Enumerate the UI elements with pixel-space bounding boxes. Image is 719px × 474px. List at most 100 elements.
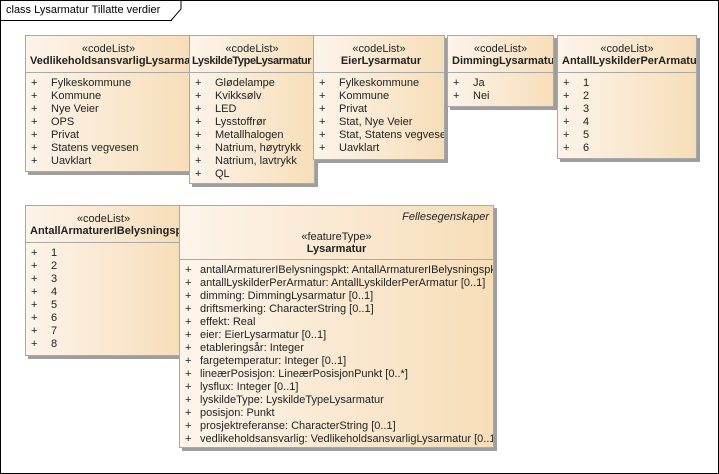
- attribute-row: +fargetemperatur: Integer [0..1]: [180, 355, 493, 368]
- public-visibility-icon: +: [31, 103, 38, 115]
- attribute-text: fargetemperatur: Integer [0..1]: [200, 355, 347, 367]
- class-lysarmatur[interactable]: Fellesegenskaper«featureType»Lysarmatur +…: [179, 205, 494, 448]
- public-visibility-icon: +: [319, 142, 326, 154]
- public-visibility-icon: +: [31, 286, 38, 298]
- public-visibility-icon: +: [185, 407, 192, 419]
- class-name: AntallLyskilderPerArmatur: [562, 55, 697, 67]
- attribute-text: 3: [583, 103, 590, 115]
- attribute-text: Nye Veier: [51, 103, 99, 115]
- attribute-text: prosjektreferanse: CharacterString [0..1…: [200, 420, 396, 432]
- attribute-text: lysflux: Integer [0..1]: [200, 381, 299, 393]
- attribute-row: +Lysstoffrør: [190, 116, 314, 129]
- attribute-text: LED: [215, 103, 237, 115]
- class-stereotype: «codeList»: [352, 43, 406, 55]
- attribute-row: + Nei: [448, 90, 553, 103]
- attribute-text: Kommune: [339, 90, 390, 102]
- attribute-row: +Kvikksølv: [190, 90, 314, 103]
- attribute-row: +dimming: DimmingLysarmatur [0..1]: [180, 290, 493, 303]
- attribute-text: effekt: Real: [200, 316, 256, 328]
- public-visibility-icon: +: [185, 329, 192, 341]
- title-tab-shape: [0, 0, 182, 21]
- attribute-text: Stat, Statens vegvesen: [339, 129, 445, 141]
- public-visibility-icon: +: [319, 103, 326, 115]
- attribute-row: +prosjektreferanse: CharacterString [0..…: [180, 420, 493, 433]
- class-lyskildetype-lysarmatur[interactable]: «codeList»LyskildeTypeLysarmatur +Glødela…: [189, 35, 315, 184]
- public-visibility-icon: +: [563, 142, 570, 154]
- attribute-row: + Nye Veier: [26, 103, 191, 116]
- attribute-text: 3: [51, 273, 58, 285]
- public-visibility-icon: +: [185, 342, 192, 354]
- class-tag: Fellesegenskaper: [402, 211, 489, 223]
- class-vedlikeholdsansvarlig-lysarmatur[interactable]: «codeList»VedlikeholdsansvarligLysarmatu…: [25, 35, 192, 172]
- attribute-text: Stat, Nye Veier: [339, 116, 413, 128]
- attribute-row: +2: [558, 90, 696, 103]
- attribute-text: 4: [583, 116, 590, 128]
- class-name: EierLysarmatur: [340, 55, 422, 67]
- attribute-text: Natrium, lavtrykk: [215, 155, 297, 167]
- public-visibility-icon: +: [31, 155, 38, 167]
- diagram-title-tab: class Lysarmatur Tillatte verdier: [0, 0, 182, 21]
- attribute-text: Nei: [473, 90, 490, 102]
- public-visibility-icon: +: [563, 77, 570, 89]
- attribute-row: +Statens vegvesen: [26, 142, 191, 155]
- attribute-row: + Uavklart: [26, 155, 191, 168]
- attribute-row: +OPS: [26, 116, 191, 129]
- class-name: LyskildeTypeLysarmatur: [192, 55, 312, 67]
- class-eier-lysarmatur[interactable]: «codeList»EierLysarmatur + Fylkeskommune + K…: [313, 35, 445, 160]
- public-visibility-icon: +: [31, 273, 38, 285]
- attribute-row: +Stat, Statens vegvesen: [314, 129, 444, 142]
- attribute-row: +Metallhalogen: [190, 129, 314, 142]
- public-visibility-icon: +: [195, 103, 202, 115]
- attribute-row: +1: [26, 247, 181, 260]
- attribute-text: Kvikksølv: [215, 90, 262, 102]
- attribute-row: + lysflux: Integer [0..1]: [180, 381, 493, 394]
- attribute-text: Fylkeskommune: [51, 77, 132, 89]
- attribute-text: Uavklart: [51, 155, 92, 167]
- attribute-text: antallArmaturerIBelysningspkt: AntallArm…: [200, 264, 494, 276]
- public-visibility-icon: +: [31, 116, 38, 128]
- public-visibility-icon: +: [31, 142, 38, 154]
- attribute-text: Fylkeskommune: [339, 77, 420, 89]
- public-visibility-icon: +: [31, 338, 38, 350]
- attribute-row: + LED: [190, 103, 314, 116]
- attribute-text: 2: [583, 90, 590, 102]
- public-visibility-icon: +: [453, 90, 460, 102]
- attribute-text: Natrium, høytrykk: [215, 142, 302, 154]
- public-visibility-icon: +: [31, 312, 38, 324]
- attribute-row: +effekt: Real: [180, 316, 493, 329]
- attribute-text: etableringsår: Integer: [200, 342, 304, 354]
- attribute-row: +Stat, Nye Veier: [314, 116, 444, 129]
- attribute-row: +Glødelampe: [190, 77, 314, 90]
- public-visibility-icon: +: [563, 90, 570, 102]
- class-attributes: +1+2+3+4+5+6+7+8: [26, 243, 181, 351]
- class-name: DimmingLysarmatur: [452, 55, 554, 67]
- attribute-row: +3: [558, 103, 696, 116]
- public-visibility-icon: +: [185, 381, 192, 393]
- attribute-row: +Ja: [448, 77, 553, 90]
- attribute-row: +lyskildeType: LyskildeTypeLysarmatur: [180, 394, 493, 407]
- attribute-text: vedlikeholdsansvarlig: Vedlikeholdsansva…: [200, 433, 494, 445]
- class-header: «codeList»LyskildeTypeLysarmatur: [190, 36, 314, 73]
- attribute-row: +Natrium, lavtrykk: [190, 155, 314, 168]
- attribute-text: Privat: [339, 103, 368, 115]
- attribute-row: +4: [558, 116, 696, 129]
- class-name: VedlikeholdsansvarligLysarmatur: [30, 55, 192, 67]
- class-stereotype: «codeList»: [473, 43, 528, 55]
- class-header: «codeList»EierLysarmatur: [314, 36, 444, 73]
- attribute-text: driftsmerking: CharacterString [0..1]: [200, 303, 374, 315]
- class-stereotype: «codeList»: [600, 43, 654, 55]
- public-visibility-icon: +: [185, 277, 192, 289]
- attribute-row: +Natrium, høytrykk: [190, 142, 314, 155]
- class-antall-armaturer-i-belysningspkt[interactable]: «codeList»AntallArmaturerIBelysningspkt+…: [25, 205, 182, 356]
- class-stereotype: «codeList»: [225, 43, 279, 55]
- attribute-text: antallLyskilderPerArmatur: AntallLyskild…: [200, 277, 486, 289]
- class-dimming-lysarmatur[interactable]: «codeList»DimmingLysarmatur +Ja+ Nei: [447, 35, 554, 107]
- public-visibility-icon: +: [319, 90, 326, 102]
- class-antall-lyskilder-per-armatur[interactable]: «codeList»AntallLyskilderPerArmatur+1+2+…: [557, 35, 697, 159]
- class-header: Fellesegenskaper«featureType»Lysarmatur: [180, 206, 493, 260]
- class-stereotype: «codeList»: [76, 213, 131, 225]
- attribute-text: Privat: [51, 129, 80, 141]
- attribute-row: +5: [26, 299, 181, 312]
- attribute-text: dimming: DimmingLysarmatur [0..1]: [200, 290, 374, 302]
